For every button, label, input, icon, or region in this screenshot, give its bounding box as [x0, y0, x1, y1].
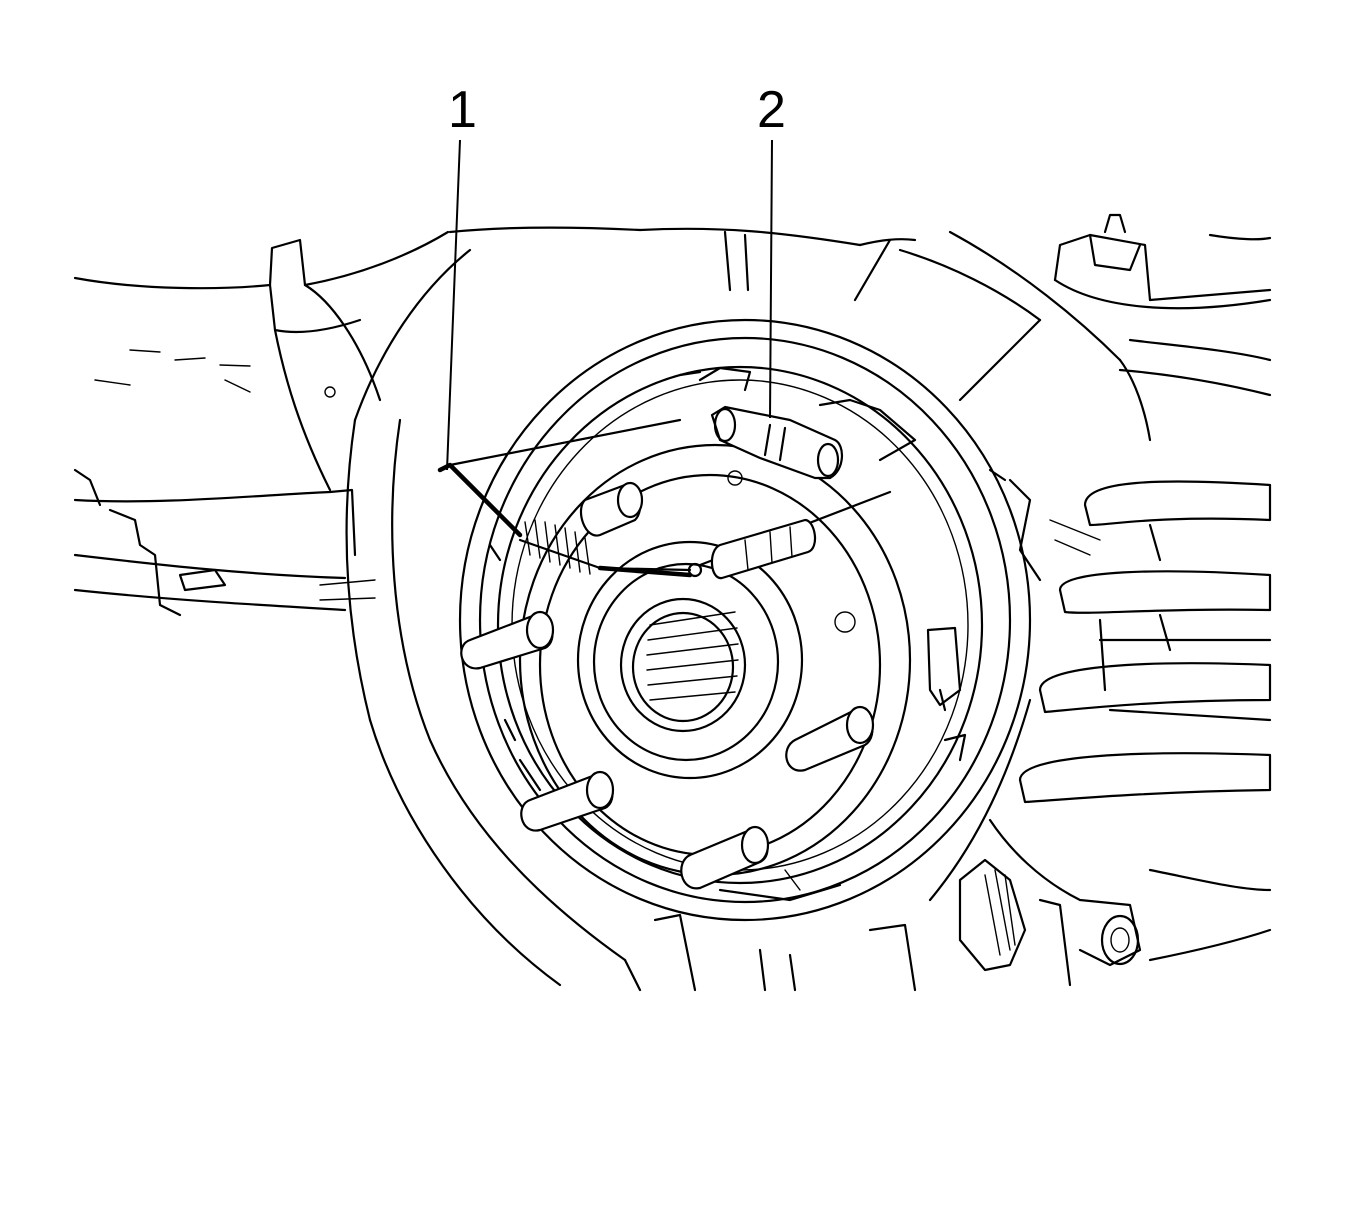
left-suspension-arm [73, 230, 450, 617]
leader-lines [446, 139, 773, 471]
wheel-studs [460, 481, 875, 890]
brake-shoe-ring [458, 318, 1032, 922]
return-spring [437, 418, 892, 580]
callout-2-label: 2 [757, 81, 786, 139]
callout-1-label: 1 [448, 81, 477, 139]
shoe-parts [488, 366, 967, 902]
backing-plate [345, 226, 1152, 992]
wheel-cylinder [710, 405, 843, 480]
coil-spring-strut [958, 213, 1272, 987]
